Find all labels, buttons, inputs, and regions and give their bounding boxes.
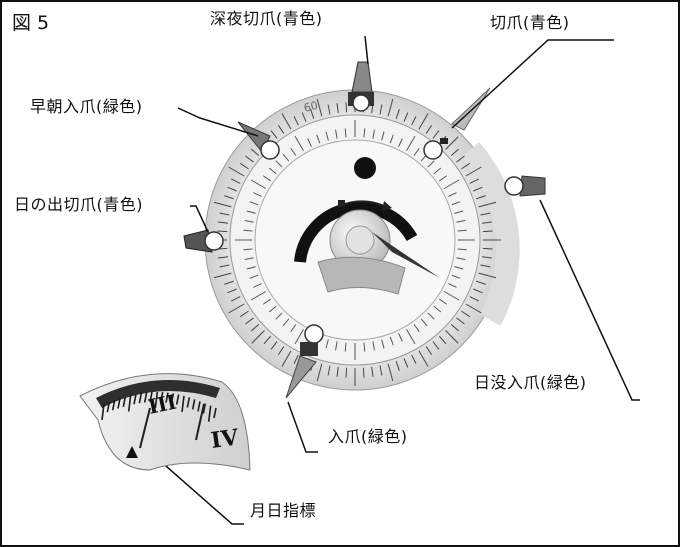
claw-nichibotsu-iri (504, 175, 546, 197)
claw-souchou-iri (237, 121, 280, 160)
label-tsukihi-shihyou: 月日指標 (250, 501, 317, 520)
rotation-arrow (344, 200, 385, 207)
rotation-arrow-head (382, 201, 392, 211)
claw-hinode-kiri (183, 229, 224, 253)
label-souchou-iri: 早朝入爪(緑色) (30, 97, 143, 116)
dial-dark-arc (294, 201, 418, 263)
inner-ticks (235, 120, 475, 360)
leader-lines (149, 35, 640, 525)
label-iri: 入爪(緑色) (328, 427, 408, 446)
dial-pointer (372, 232, 440, 278)
inset-numeral-3: III (146, 390, 178, 419)
figure-title: 図 5 (12, 12, 50, 34)
dial-side-scale (460, 142, 520, 326)
date-indicator-mark (126, 446, 138, 458)
dial-numeral-60: 60 (302, 99, 319, 115)
claw-iri (285, 324, 324, 399)
dial-hub-center (345, 225, 375, 255)
label-hinode-kiri: 日の出切爪(青色) (14, 195, 143, 214)
claw-shinya-kiri (348, 61, 374, 112)
arc-marker (338, 200, 345, 207)
label-kiri: 切爪(青色) (490, 13, 570, 32)
label-shinya-kiri: 深夜切爪(青色) (210, 9, 323, 28)
month-inset (79, 373, 251, 471)
label-nichibotsu-iri: 日没入爪(緑色) (474, 373, 587, 392)
dial-lower-window (317, 256, 406, 295)
dial-top-knob (354, 157, 376, 179)
inset-numeral-4: IV (209, 424, 241, 454)
